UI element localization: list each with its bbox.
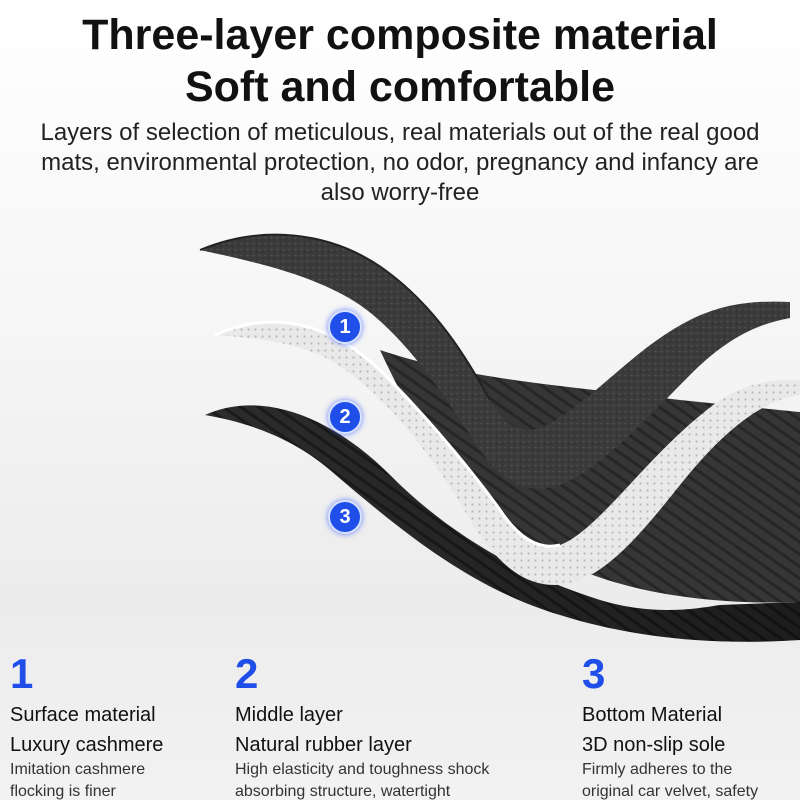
feature-number: 2 [235,650,259,697]
feature-subname: Natural rubber layer [235,734,412,756]
feature-desc-line2: absorbing structure, watertight [235,783,451,800]
layer-marker-2-icon: 2 [328,400,362,434]
headline-line-1: Three-layer composite material [82,11,718,59]
feature-desc-line1: High elasticity and toughness shock [235,761,490,778]
layer-marker-3-icon: 3 [328,500,362,534]
feature-name: Surface material [10,704,156,726]
feature-desc-line1: Firmly adheres to the [582,761,733,778]
subtitle-paragraph: Layers of selection of meticulous, real … [40,119,760,206]
feature-surface: 1 Surface material Luxury cashmere Imita… [10,650,240,802]
feature-bottom: 3 Bottom Material 3D non-slip sole Firml… [582,650,797,802]
layer-illustration [199,233,800,642]
feature-name: Middle layer [235,704,343,726]
feature-desc-line2: original car velvet, safety [582,783,759,800]
feature-middle: 2 Middle layer Natural rubber layer High… [235,650,535,802]
middle-layer-shape [215,322,800,585]
feature-number: 1 [10,650,34,697]
feature-subname: Luxury cashmere [10,734,164,756]
top-layer-shape [200,234,790,489]
feature-name: Bottom Material [582,704,723,726]
feature-subname: 3D non-slip sole [582,734,726,756]
feature-number: 3 [582,650,606,697]
layer-marker-1-icon: 1 [328,310,362,344]
feature-desc-line1: Imitation cashmere [10,761,146,778]
headline-line-2: Soft and comfortable [184,63,616,111]
feature-desc-line2: flocking is finer [10,783,116,800]
